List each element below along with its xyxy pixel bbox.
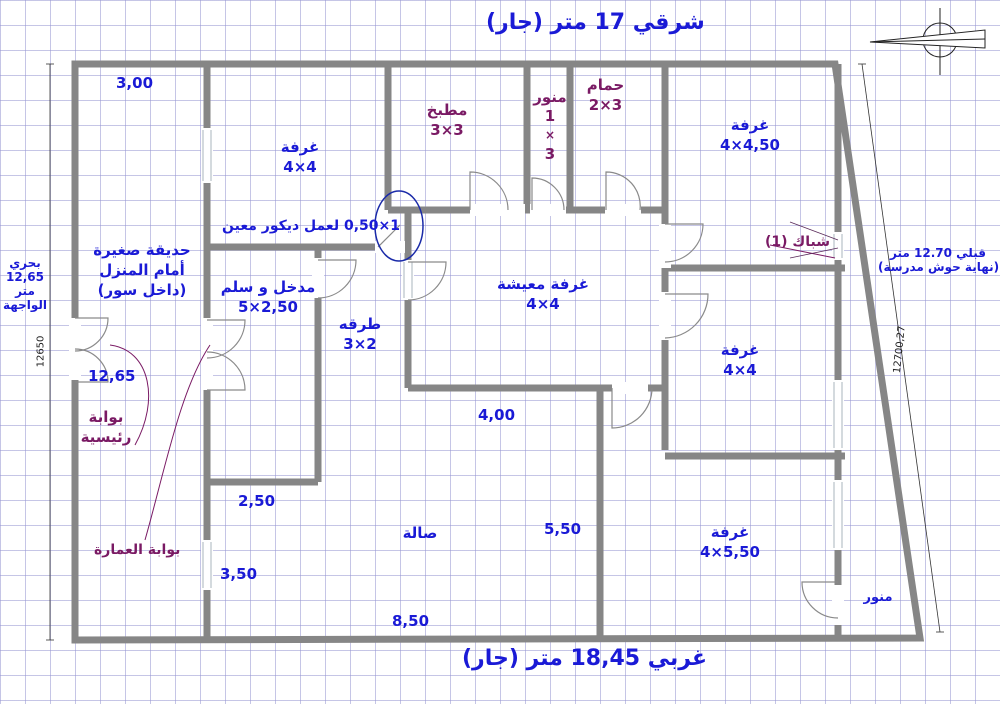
window-callout (789, 221, 839, 259)
door-bedroom3 (664, 293, 709, 339)
main-gate-label: بوابة رئيسية (80, 408, 132, 446)
door-living-east (664, 223, 704, 263)
dim-hall-height: 5,50 (544, 520, 582, 538)
room-corridor: طرقه 3×2 (338, 315, 382, 353)
dim-left-total: 12650 (35, 335, 47, 368)
door-lightwell (531, 177, 565, 211)
door-lightwell-bottom (801, 581, 839, 619)
dim-hall-bottom-left: 3,50 (220, 565, 258, 583)
room-bedroom-3: غرفة 4×4 (720, 341, 760, 379)
west-border-label: غربي 18,45 متر (جار) (462, 646, 707, 671)
decor-circle (374, 190, 424, 262)
door-decor (377, 224, 401, 248)
door-entrance-left (206, 319, 246, 359)
room-bedroom-4: غرفة 4×5,50 (699, 523, 760, 561)
dim-corridor-width: 4,00 (478, 406, 516, 424)
pointers (109, 244, 836, 541)
north-arrow-icon (869, 8, 986, 75)
room-bathroom: حمام 2×3 (586, 76, 625, 114)
east-border-label: شرقي 17 متر (جار) (486, 10, 705, 35)
door-entrance-right (206, 351, 246, 391)
window-label: شباك (1) (765, 234, 830, 250)
room-hall: صالة (402, 524, 438, 542)
north-border-label: بحري 12,65 متر الواجهة (2, 256, 48, 312)
south-border-label: قبلي 12.70 متر (نهاية حوش مدرسة) (878, 246, 1000, 274)
room-lightwell-top: منور 1 × 3 (533, 88, 567, 163)
decor-label: 1×0,50 لعمل ديكور معين (222, 218, 400, 234)
dim-hall-width: 8,50 (392, 612, 430, 630)
room-kitchen: مطبخ 3×3 (426, 101, 468, 139)
outer-wall (71, 60, 925, 644)
room-bedroom-2: غرفة 4×4,50 (719, 116, 780, 154)
dimension-lines (46, 63, 944, 641)
door-corridor (317, 259, 357, 299)
room-lightwell-bottom: منور (863, 590, 893, 605)
door-main-gate-2 (74, 348, 109, 383)
dim-garden-side: 12,65 (88, 367, 136, 385)
building-gate-label: بوابة العمارة (94, 542, 181, 558)
openings (69, 128, 844, 625)
doors (74, 171, 839, 619)
door-bath (605, 171, 641, 211)
door-hall (611, 387, 653, 429)
room-living: غرفة معيشة 4×4 (497, 275, 589, 313)
windows (202, 130, 843, 588)
door-kitchen (469, 171, 509, 211)
room-garden: حديقة صغيرة أمام المنزل (داخل سور) (93, 241, 191, 299)
dim-hall-left: 2,50 (238, 492, 276, 510)
dim-top-left: 3,00 (116, 74, 154, 92)
door-living-west (407, 261, 447, 301)
room-bedroom-1: غرفة 4×4 (280, 138, 320, 176)
door-main-gate-1 (74, 317, 109, 352)
room-entrance: مدخل و سلم 5×2,50 (220, 278, 316, 316)
